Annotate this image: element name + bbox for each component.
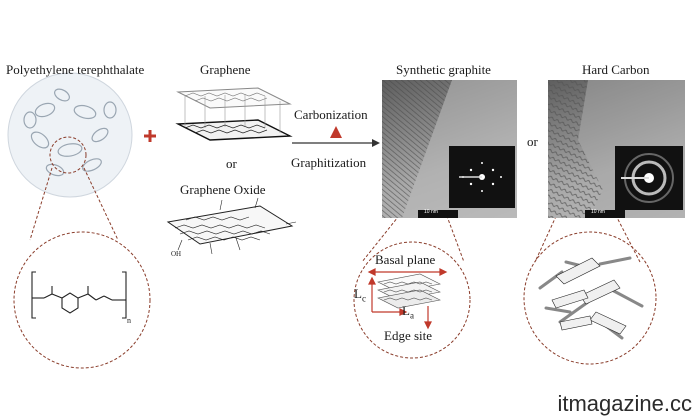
la-label: La [402, 303, 414, 321]
watermark: itmagazine.cc [557, 391, 692, 416]
process-arrow [292, 126, 380, 147]
zoom-lines-pet [29, 167, 119, 241]
basal-plane-label: Basal plane [375, 252, 436, 267]
pet-flakes-image [7, 72, 133, 198]
scalebar-hardcarbon: 10 nm [585, 209, 625, 218]
plus-sign [144, 130, 156, 142]
synthetic-graphite-saed-pattern [449, 146, 515, 208]
graphitization-label: Graphitization [291, 155, 367, 170]
or-label-right: or [527, 134, 538, 149]
graphite-structure-circle [353, 241, 471, 359]
lc-label: Lc [354, 286, 366, 304]
go-oh-label: OH [171, 250, 182, 258]
graphene-layers [175, 87, 293, 141]
hard-carbon-saed-pattern [615, 146, 683, 210]
hardcarbon-structure-circle [523, 231, 657, 365]
scalebar-graphite: 10 nm [418, 209, 458, 218]
graphene-label: Graphene [200, 62, 251, 77]
graphene-oxide-label: Graphene Oxide [180, 182, 266, 197]
edge-site-label: Edge site [384, 328, 433, 343]
pet-structure-circle [13, 231, 151, 369]
pet-title: Polyethylene terephthalate [6, 62, 145, 77]
hard-carbon-title: Hard Carbon [582, 62, 650, 77]
carbonization-label: Carbonization [294, 107, 368, 122]
synthetic-graphite-title: Synthetic graphite [396, 62, 491, 77]
or-label-middle: or [226, 156, 237, 171]
graphene-oxide-sheet [166, 197, 297, 255]
pet-repeat-n: n [127, 316, 131, 325]
